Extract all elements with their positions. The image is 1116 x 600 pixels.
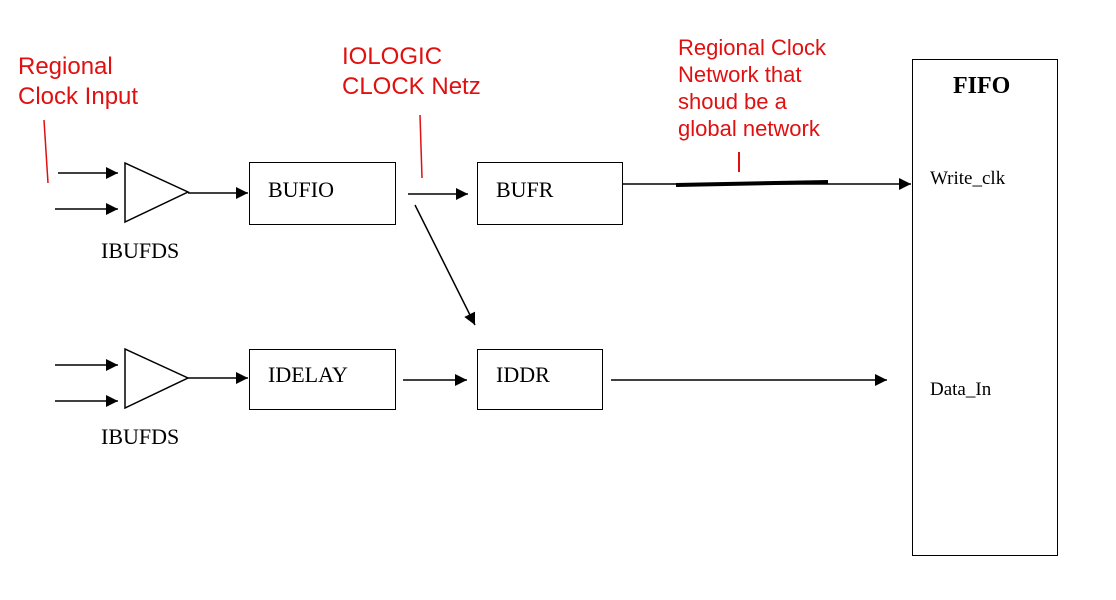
idelay-label: IDELAY: [268, 362, 348, 387]
fifo-block: FIFO Write_clk Data_In: [912, 59, 1058, 556]
bufr-label: BUFR: [496, 177, 554, 202]
ibufds-top-triangle: [124, 161, 190, 224]
bufr-block: BUFR: [477, 162, 623, 225]
iologic-clock-net-note: IOLOGIC CLOCK Netz: [342, 43, 481, 100]
ibufds-top-label: IBUFDS: [101, 238, 180, 263]
regional-clock-network-note: Regional Clock Network that shoud be a g…: [678, 35, 826, 141]
fifo-title: FIFO: [953, 73, 1011, 99]
fifo-port-write-clk: Write_clk: [930, 168, 1006, 189]
ibufds-bottom-label: IBUFDS: [101, 424, 180, 449]
bufio-to-iddr-arrow: [414, 204, 476, 326]
iddr-label: IDDR: [496, 362, 550, 387]
ibufds-bottom-triangle: [124, 347, 190, 410]
regional-clock-input-note: Regional Clock Input: [18, 53, 139, 110]
fifo-port-data-in: Data_In: [930, 379, 992, 400]
bufio-block: BUFIO: [249, 162, 396, 225]
bufio-label: BUFIO: [268, 177, 335, 202]
iddr-block: IDDR: [477, 349, 603, 410]
iologic-clock-leader: [419, 114, 423, 179]
regional-network-thick-segment: [675, 180, 829, 187]
regional-clock-input-leader: [43, 119, 49, 184]
idelay-block: IDELAY: [249, 349, 396, 410]
